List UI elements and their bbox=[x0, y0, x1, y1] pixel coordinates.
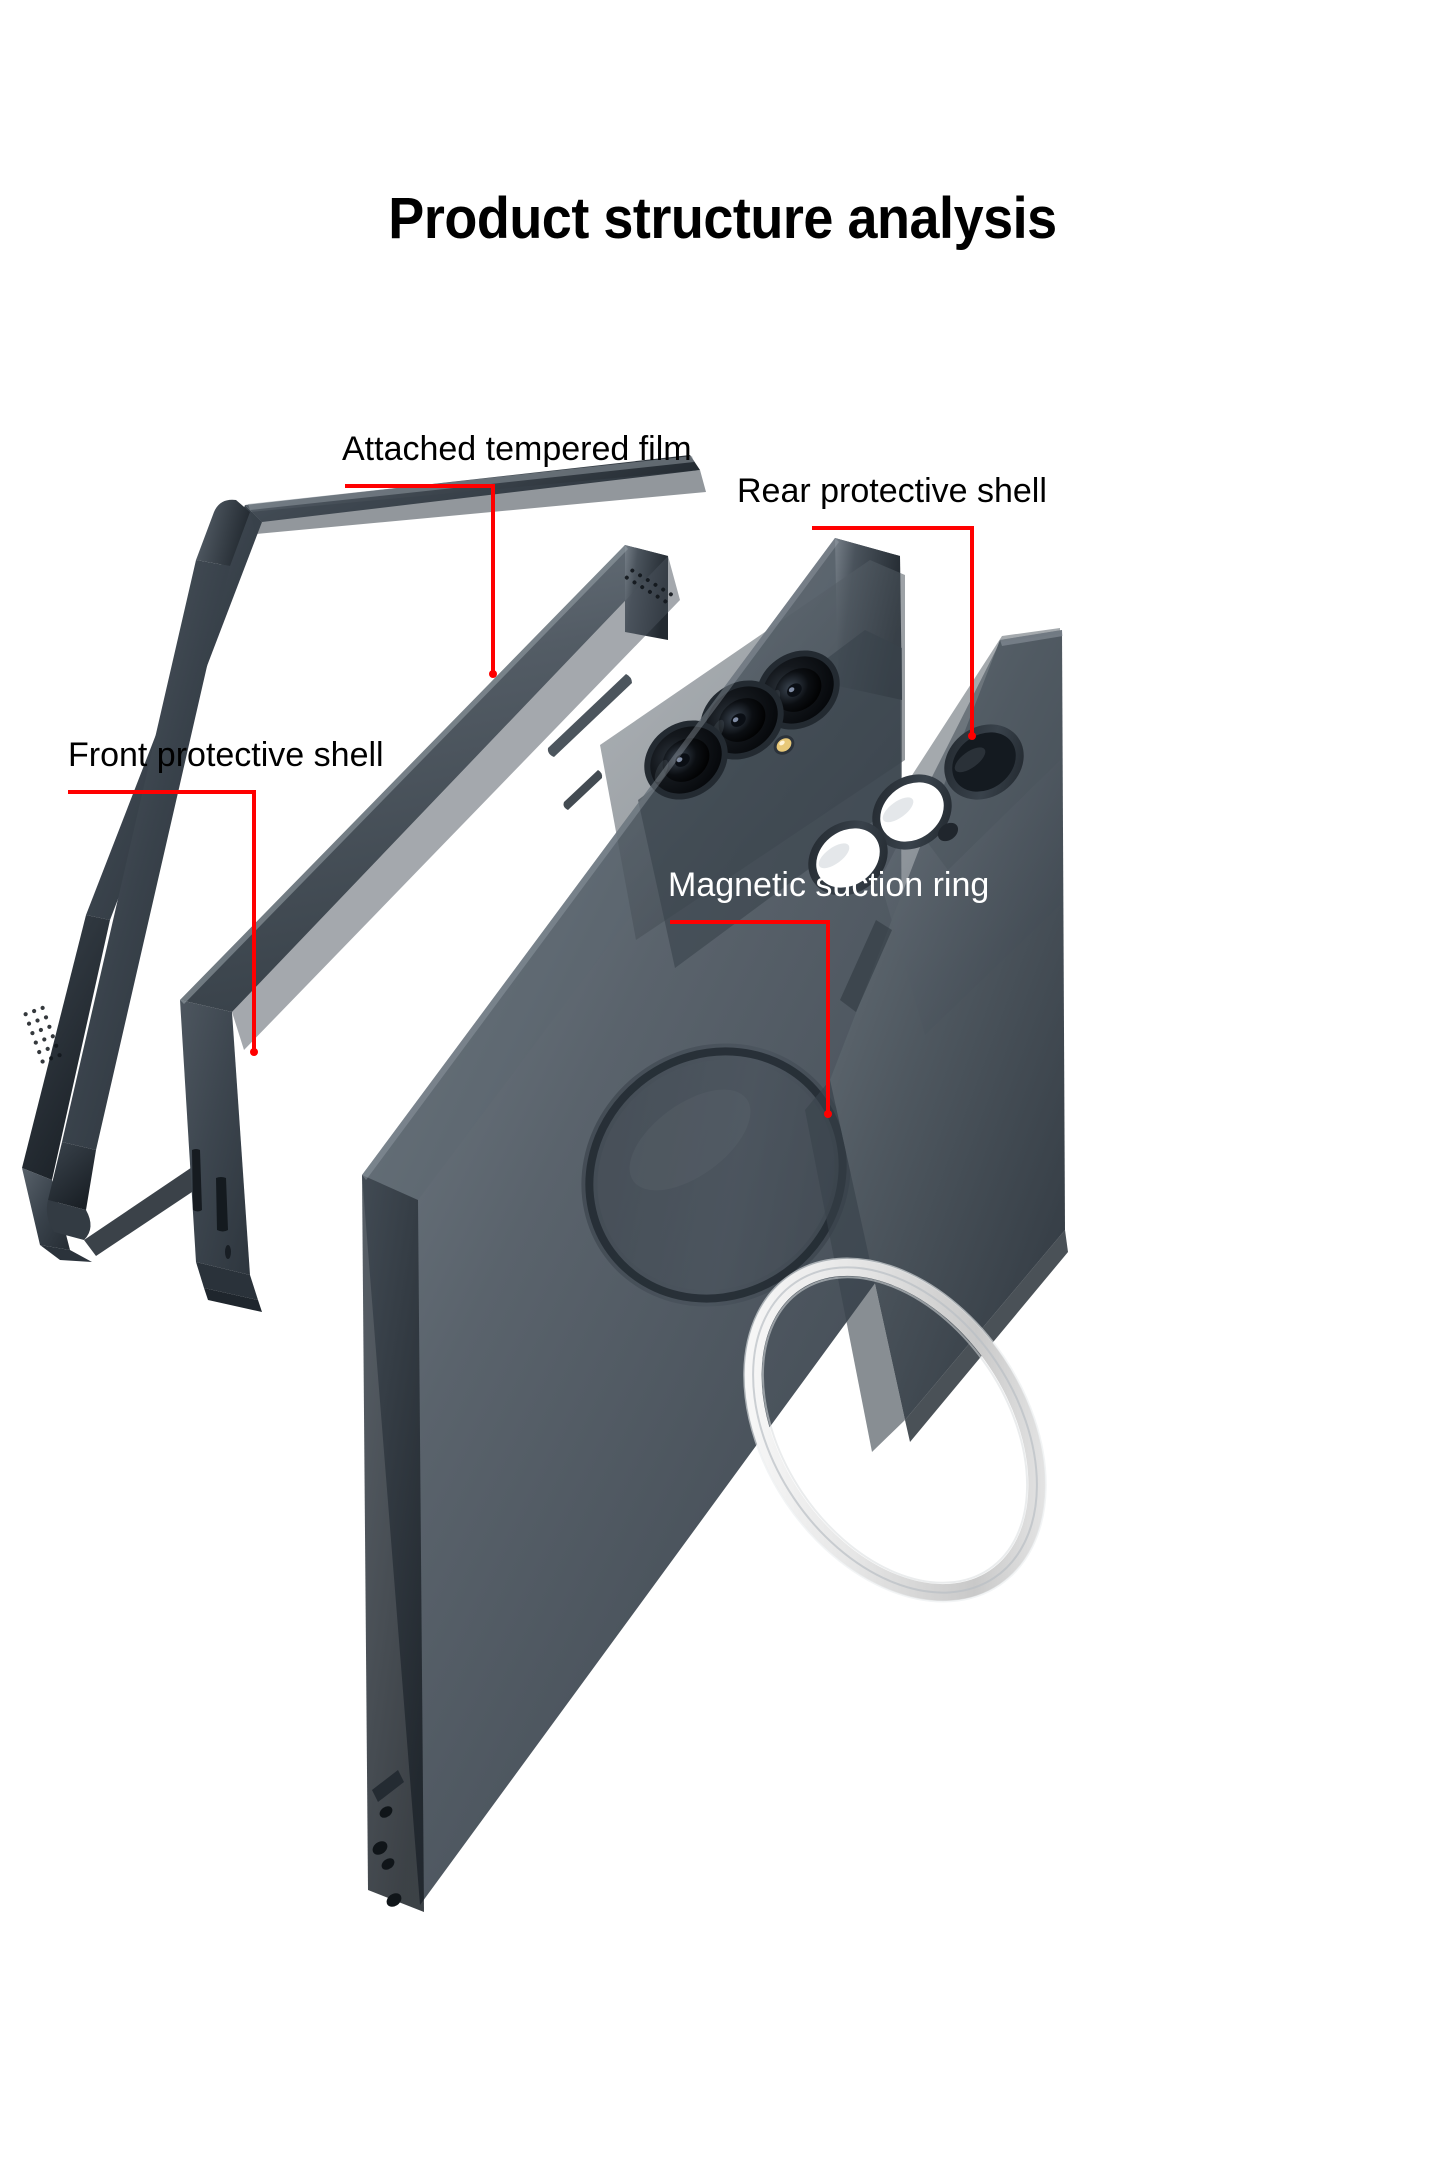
phone-body-bottom-ports bbox=[372, 1770, 404, 1907]
leader-line-magnetic-suction-ring-horizontal bbox=[670, 920, 830, 924]
rear-shell-camera-cutouts bbox=[808, 724, 1024, 896]
phone-body-top-grille bbox=[624, 568, 673, 604]
leader-line-magnetic-suction-ring-vertical bbox=[826, 920, 830, 1116]
callout-label-attached-tempered-film: Attached tempered film bbox=[342, 430, 692, 468]
callout-label-front-protective-shell: Front protective shell bbox=[68, 736, 384, 774]
magnetic-suction-ring-art bbox=[743, 1257, 1047, 1603]
leader-line-attached-tempered-film-vertical bbox=[491, 484, 495, 676]
front-protective-shell-art bbox=[22, 455, 706, 1262]
camera-flash bbox=[773, 735, 795, 755]
phone-body-art bbox=[362, 538, 905, 1912]
leader-line-attached-tempered-film-horizontal bbox=[345, 484, 495, 488]
leader-line-front-protective-shell-vertical bbox=[252, 790, 256, 1054]
camera-lens-cluster bbox=[644, 650, 840, 800]
leader-line-front-protective-shell-horizontal bbox=[68, 790, 256, 794]
page-title: Product structure analysis bbox=[388, 186, 1057, 251]
front-shell-speaker-grille bbox=[23, 1005, 62, 1064]
leader-point-rear-protective-shell bbox=[968, 732, 976, 740]
callout-label-magnetic-suction-ring: Magnetic suction ring bbox=[668, 866, 990, 904]
attached-tempered-film-art bbox=[180, 545, 680, 1312]
leader-line-rear-protective-shell-vertical bbox=[970, 526, 974, 738]
leader-point-front-protective-shell bbox=[250, 1048, 258, 1056]
leader-point-attached-tempered-film bbox=[489, 670, 497, 678]
magnetic-ring-recess bbox=[581, 1043, 851, 1307]
phone-body-side-buttons bbox=[547, 674, 632, 810]
rear-protective-shell-art bbox=[805, 628, 1068, 1452]
leader-point-magnetic-suction-ring bbox=[824, 1110, 832, 1118]
film-side-buttons bbox=[192, 1149, 231, 1259]
leader-line-rear-protective-shell-horizontal bbox=[812, 526, 974, 530]
callout-label-rear-protective-shell: Rear protective shell bbox=[737, 472, 1047, 510]
